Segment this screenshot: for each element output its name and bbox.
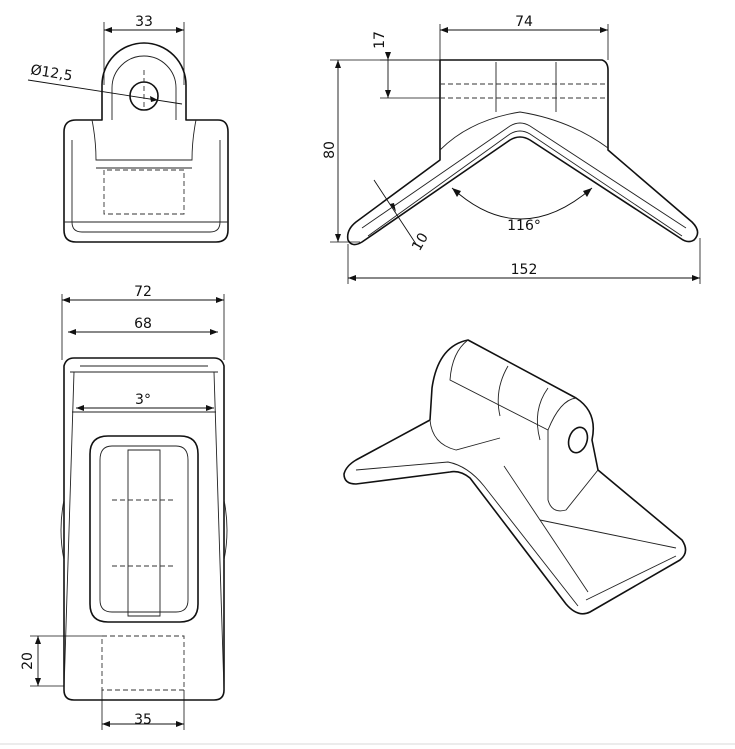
dim-plan-outer: 72 — [134, 284, 152, 300]
dim-hole-diameter: Ø12,5 — [29, 62, 73, 84]
plan-view — [30, 294, 228, 730]
dim-front-width: 33 — [135, 14, 153, 30]
side-view — [330, 24, 701, 284]
dim-arm-thickness: 10 — [409, 230, 432, 253]
dim-plan-bottom-depth: 20 — [20, 652, 36, 670]
dim-plan-bottom-width: 35 — [134, 712, 152, 728]
dim-draft-angle: 3° — [135, 392, 151, 408]
dim-side-height: 80 — [322, 141, 338, 159]
isometric-view — [343, 339, 687, 615]
dim-plan-inner: 68 — [134, 316, 152, 332]
dim-total-width: 152 — [511, 262, 538, 278]
dim-angle: 116° — [507, 218, 541, 234]
dim-side-width: 74 — [515, 14, 533, 30]
dim-side-top: 17 — [372, 31, 388, 49]
front-view — [27, 22, 229, 243]
